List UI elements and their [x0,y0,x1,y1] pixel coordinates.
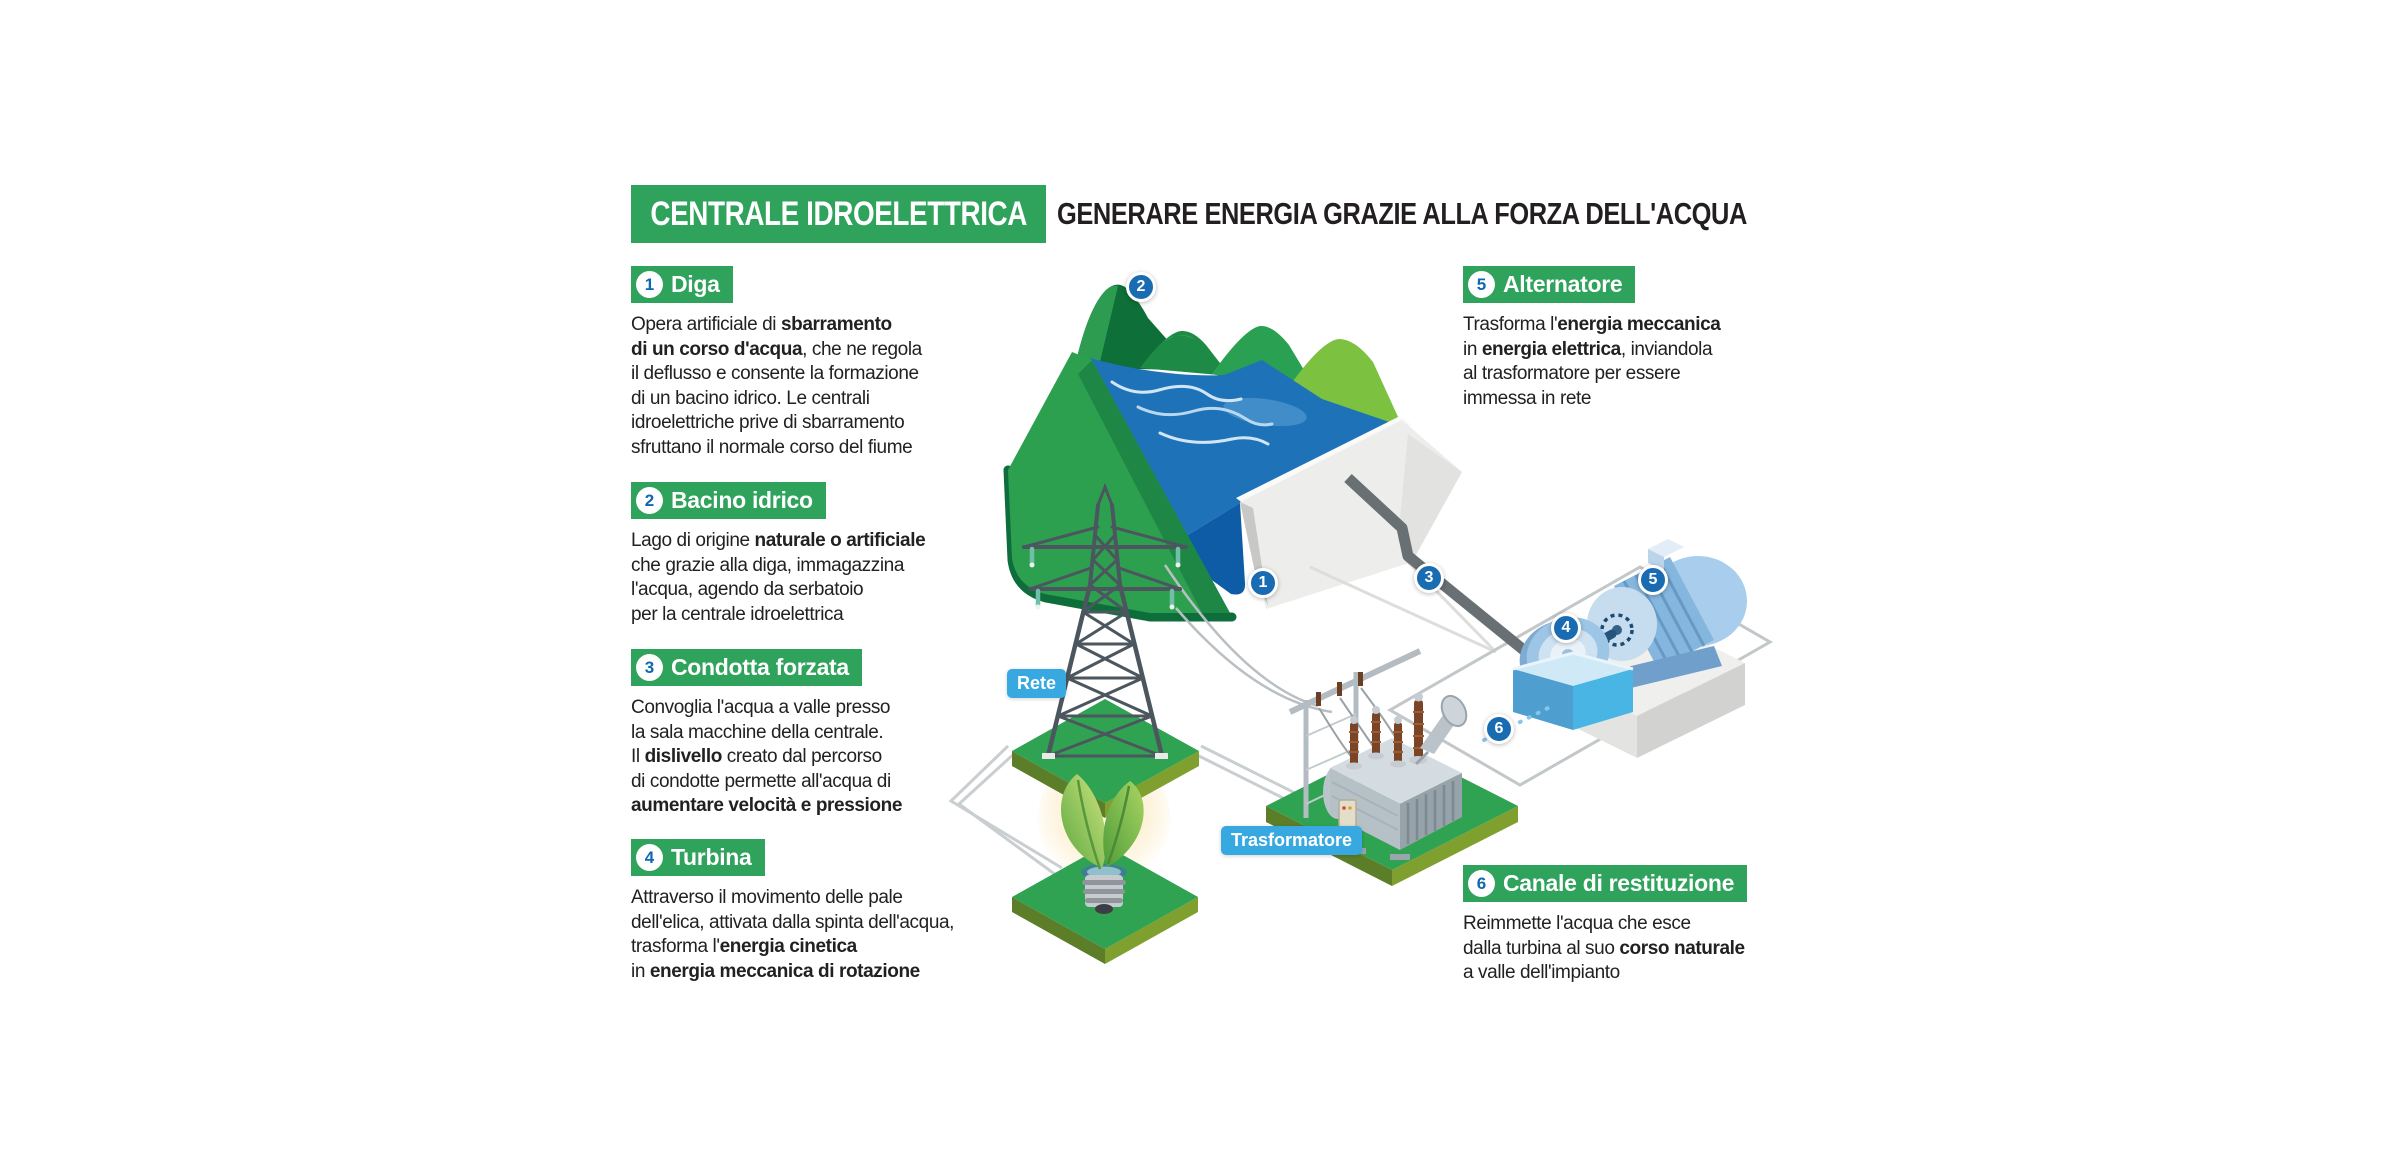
section-title: Diga [671,271,720,297]
section-turbina: 4 Turbina Attraverso il movimento delle … [631,839,1061,984]
marker-alternator: 5 [1638,565,1668,595]
page-subtitle-wrap: GENERARE ENERGIA GRAZIE ALLA FORZA DELL'… [1057,185,1898,243]
marker-reservoir: 2 [1126,272,1156,302]
mountains-icon [1075,284,1404,430]
page-title: CENTRALE IDROELETTRICA [650,194,1027,233]
transmission-tower-icon [1022,482,1188,759]
section-body: Convoglia l'acqua a valle presso la sala… [631,697,903,816]
section-heading: 4 Turbina [631,839,765,876]
section-diga: 1 Diga Opera artificiale di sbarramento … [631,266,1061,460]
section-alternatore: 5 Alternatore Trasforma l'energia meccan… [1463,266,1893,411]
number-badge: 6 [1468,870,1495,897]
section-title: Alternatore [1503,271,1623,297]
marker-tailrace: 6 [1484,714,1514,744]
section-heading: 3 Condotta forzata [631,649,862,686]
eco-bulb-icon [1060,774,1144,914]
section-title: Turbina [671,844,752,870]
section-body: Attraverso il movimento delle pale dell'… [631,887,955,982]
rete-label: Rete [1007,669,1067,698]
section-condotta-forzata: 3 Condotta forzata Convoglia l'acqua a v… [631,649,1061,819]
reservoir-icon [1090,358,1398,595]
marker-turbine: 4 [1551,613,1581,643]
section-body: Lago di origine naturale o artificiale c… [631,530,926,625]
machinery-icon [1512,539,1747,758]
marker-penstock: 3 [1414,563,1444,593]
section-title: Canale di restituzione [1503,870,1735,896]
number-badge: 2 [636,487,663,514]
section-body: Trasforma l'energia meccanica in energia… [1463,314,1721,409]
trasformatore-label: Trasformatore [1221,826,1363,855]
number-badge: 1 [636,271,663,298]
number-badge: 4 [636,844,663,871]
section-title: Condotta forzata [671,654,849,680]
penstock-icon [1344,473,1540,665]
marker-dam: 1 [1248,568,1278,598]
section-canale-di-restituzione: 6 Canale di restituzione Reimmette l'acq… [1463,865,1893,986]
section-heading: 2 Bacino idrico [631,482,826,519]
section-body: Opera artificiale di sbarramento di un c… [631,314,922,458]
section-heading: 6 Canale di restituzione [1463,865,1748,902]
number-badge: 3 [636,654,663,681]
page-title-badge: CENTRALE IDROELETTRICA [631,185,1046,243]
section-heading: 5 Alternatore [1463,266,1636,303]
page-subtitle: GENERARE ENERGIA GRAZIE ALLA FORZA DELL'… [1057,196,1747,231]
section-heading: 1 Diga [631,266,733,303]
section-bacino-idrico: 2 Bacino idrico Lago di origine naturale… [631,482,1061,627]
section-body: Reimmette l'acqua che esce dalla turbina… [1463,913,1745,983]
transformer-icon [1288,648,1468,860]
section-title: Bacino idrico [671,487,813,513]
number-badge: 5 [1468,271,1495,298]
